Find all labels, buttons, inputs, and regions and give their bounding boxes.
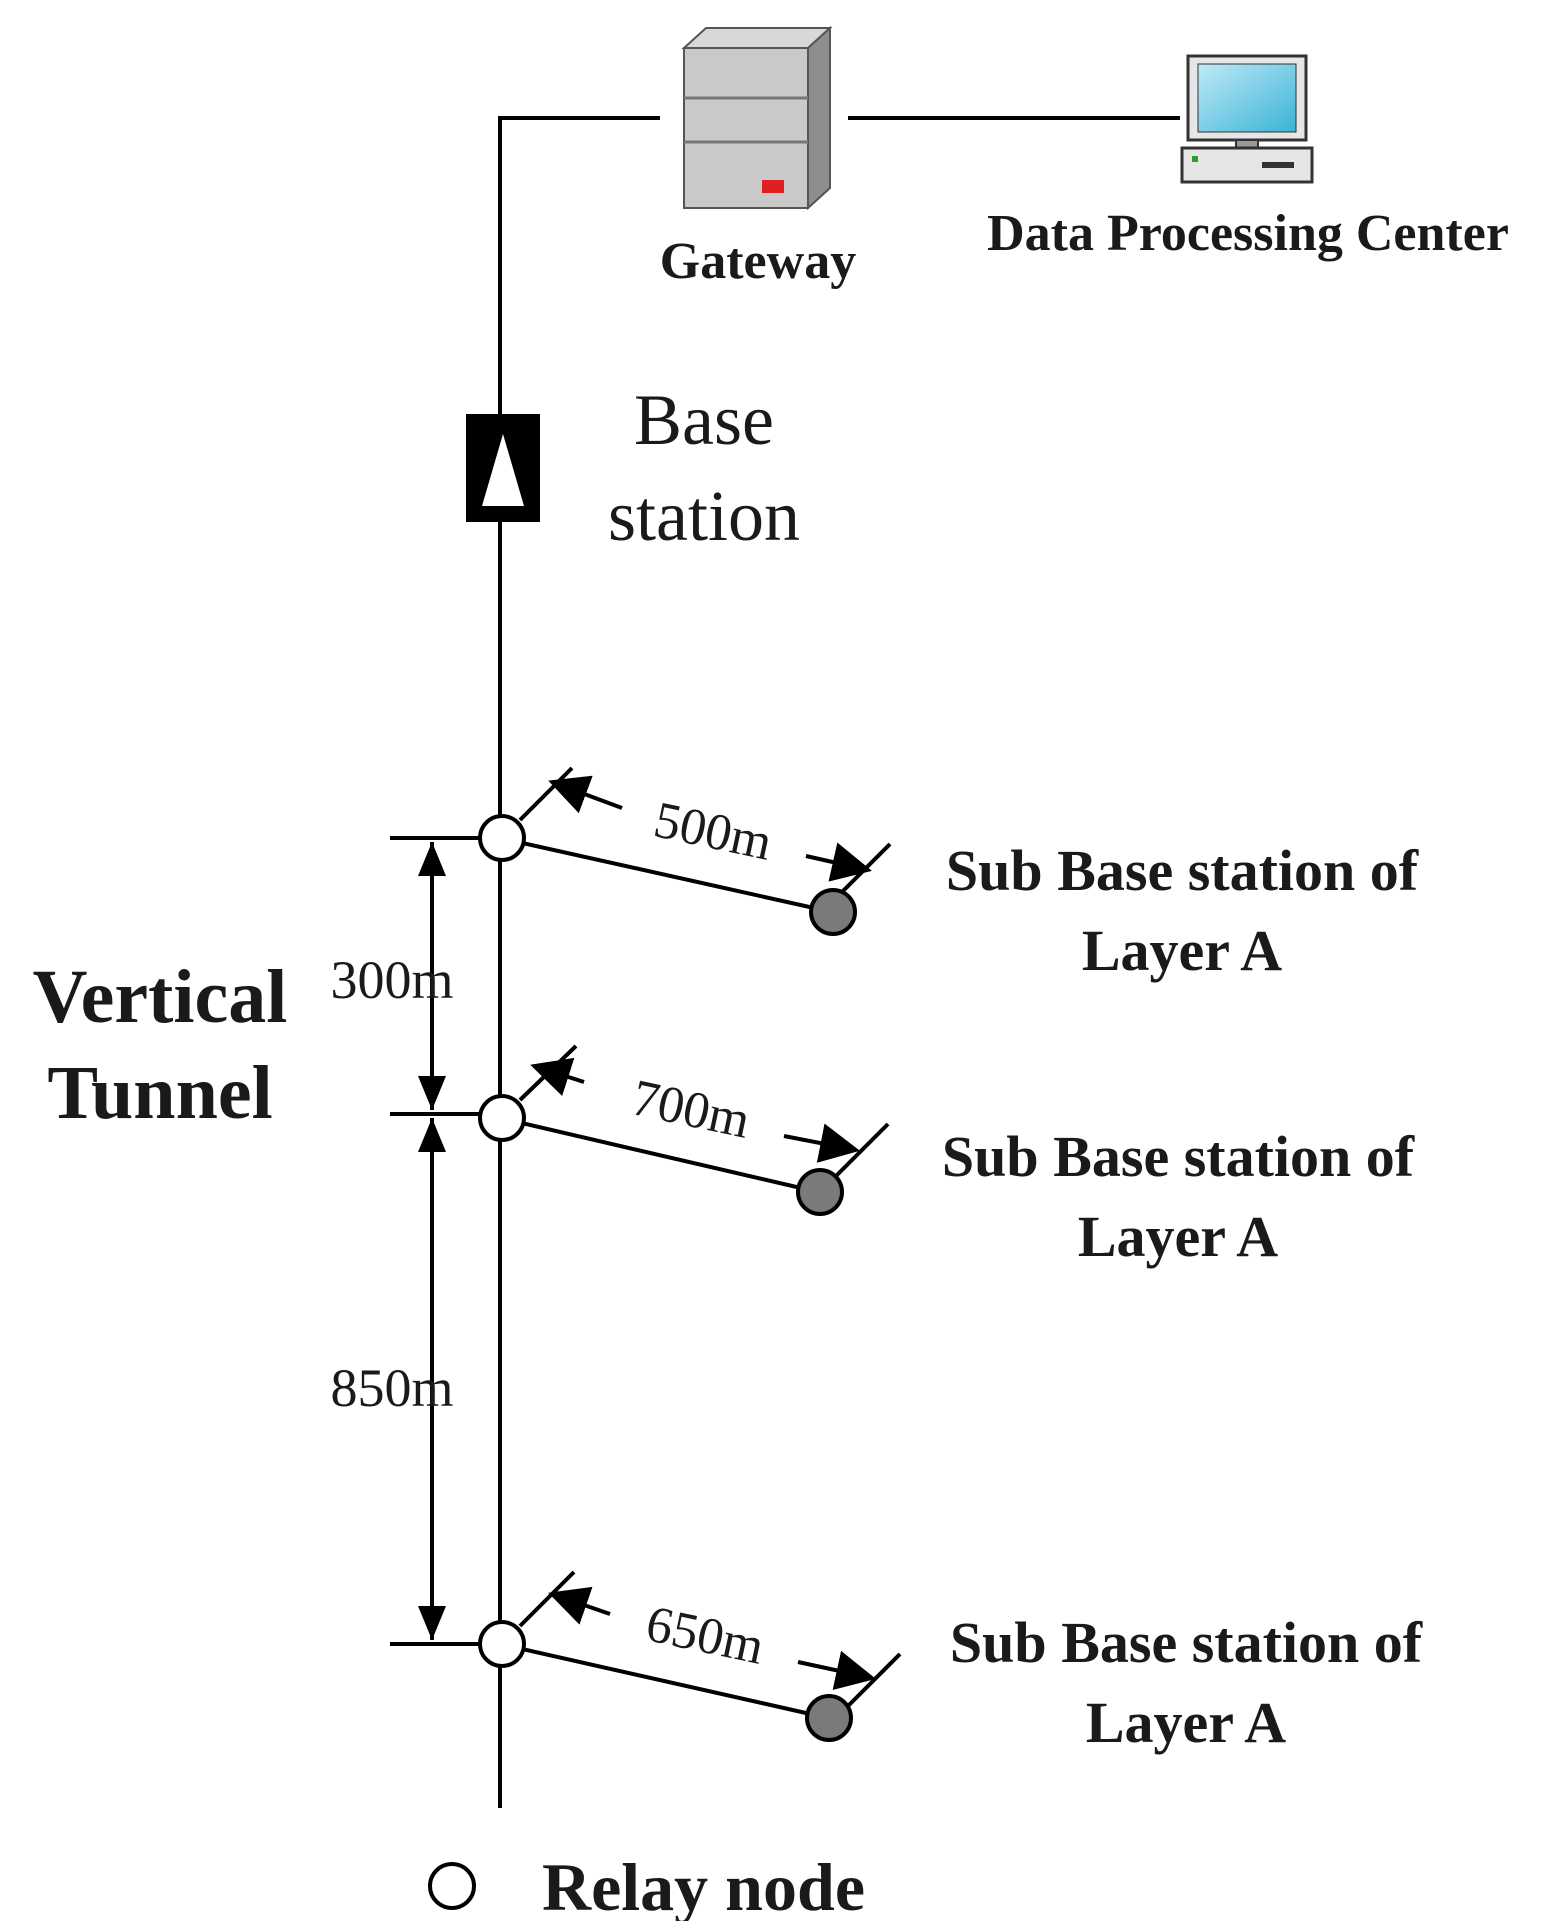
base-station-label-line2: station	[608, 476, 800, 556]
server-icon	[681, 25, 833, 211]
horizontal-distance-label-1: 500m	[649, 791, 777, 871]
horizontal-distance-label-3: 650m	[641, 1595, 769, 1675]
layer-1-branch	[499, 766, 892, 914]
horizontal-distance-label-2: 700m	[627, 1069, 755, 1149]
vertical-dimension-300	[418, 842, 446, 1110]
tunnel-label-line2: Tunnel	[47, 1051, 272, 1135]
sub-station-node-3	[805, 1694, 853, 1742]
data-center-label: Data Processing Center	[987, 205, 1509, 262]
vertical-dimension-850	[418, 1118, 446, 1640]
relay-node-1	[478, 814, 526, 862]
layer-1-label-line2: Layer A	[1082, 918, 1282, 983]
base-station-icon	[466, 414, 540, 522]
layer-3-label-line2: Layer A	[1086, 1690, 1286, 1755]
vertical-distance-label-1: 300m	[330, 950, 453, 1010]
layer-2-label-line1: Sub Base station of	[942, 1124, 1415, 1189]
tunnel-label-line1: Vertical	[33, 955, 288, 1039]
sub-station-node-2	[796, 1168, 844, 1216]
legend-relay-node-symbol	[428, 1862, 476, 1910]
sub-station-node-1	[809, 888, 857, 936]
computer-icon	[1180, 54, 1314, 184]
base-station-label-line1: Base	[634, 380, 774, 460]
layer-2-branch	[499, 1044, 890, 1194]
layer-1-label-line1: Sub Base station of	[946, 838, 1419, 903]
layer-3-label-line1: Sub Base station of	[950, 1610, 1423, 1675]
legend-relay-node-label: Relay node	[542, 1849, 865, 1921]
layer-2-label-line2: Layer A	[1078, 1204, 1278, 1269]
relay-node-3	[478, 1620, 526, 1668]
relay-node-2	[478, 1094, 526, 1142]
vertical-distance-label-2: 850m	[330, 1358, 453, 1418]
layer-3-branch	[499, 1570, 902, 1720]
gateway-label: Gateway	[660, 233, 856, 290]
